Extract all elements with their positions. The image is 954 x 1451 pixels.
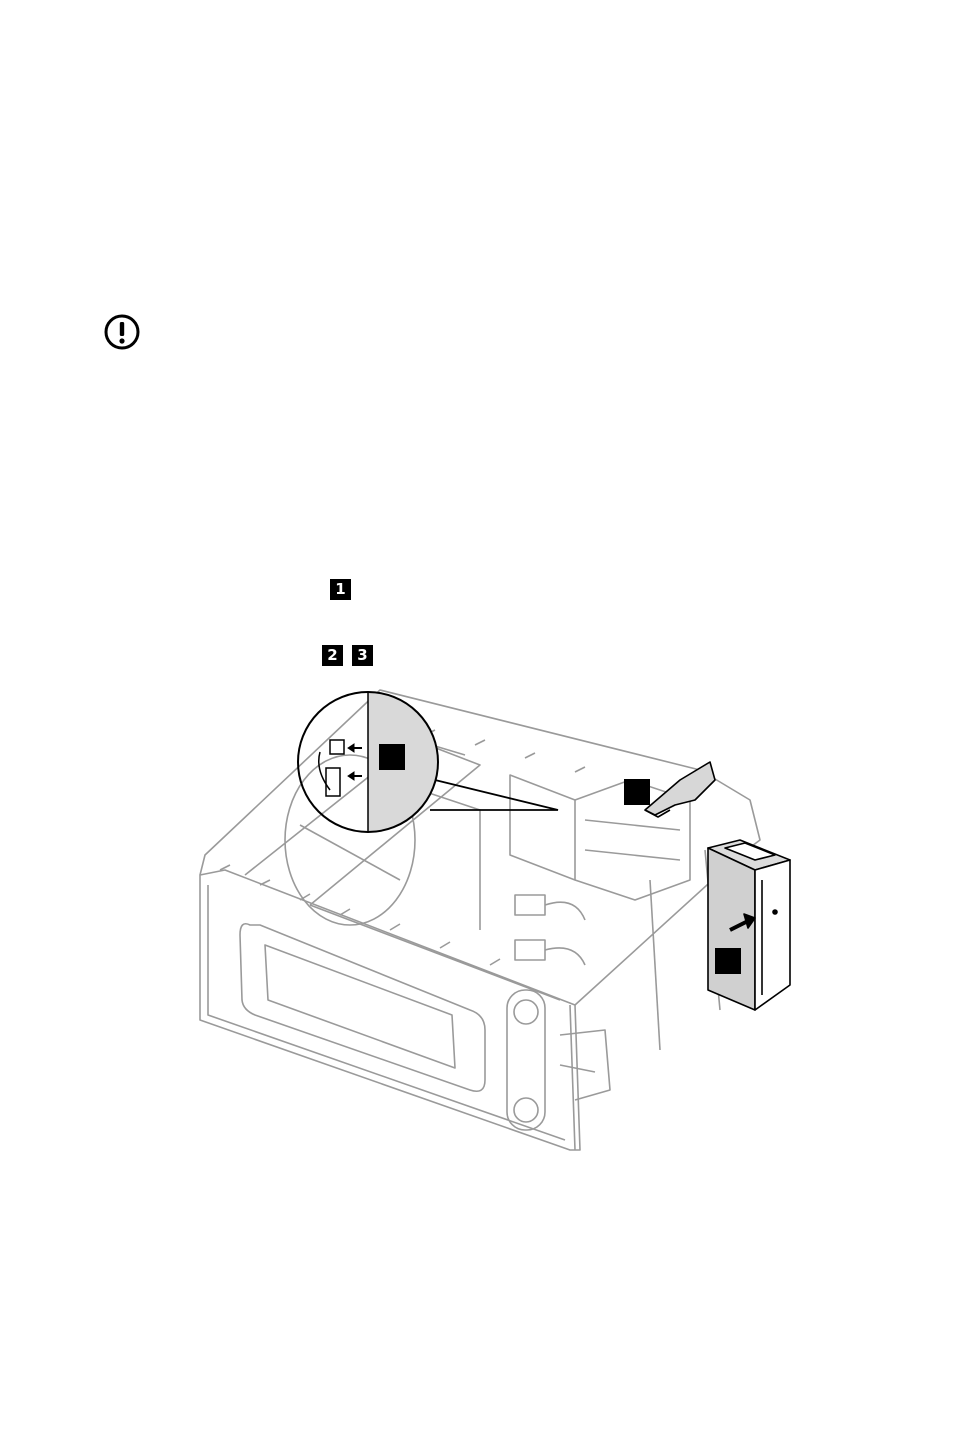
- chassis-illustration: [180, 680, 800, 1160]
- step-badge-3: 3: [352, 645, 373, 666]
- callout-a: [379, 744, 405, 770]
- callout-c: [715, 948, 741, 974]
- exclamation-circle-icon: [103, 313, 141, 351]
- step-badge-2: 2: [322, 645, 343, 666]
- callout-b: [624, 779, 650, 805]
- step-badge-1: 1: [330, 579, 351, 600]
